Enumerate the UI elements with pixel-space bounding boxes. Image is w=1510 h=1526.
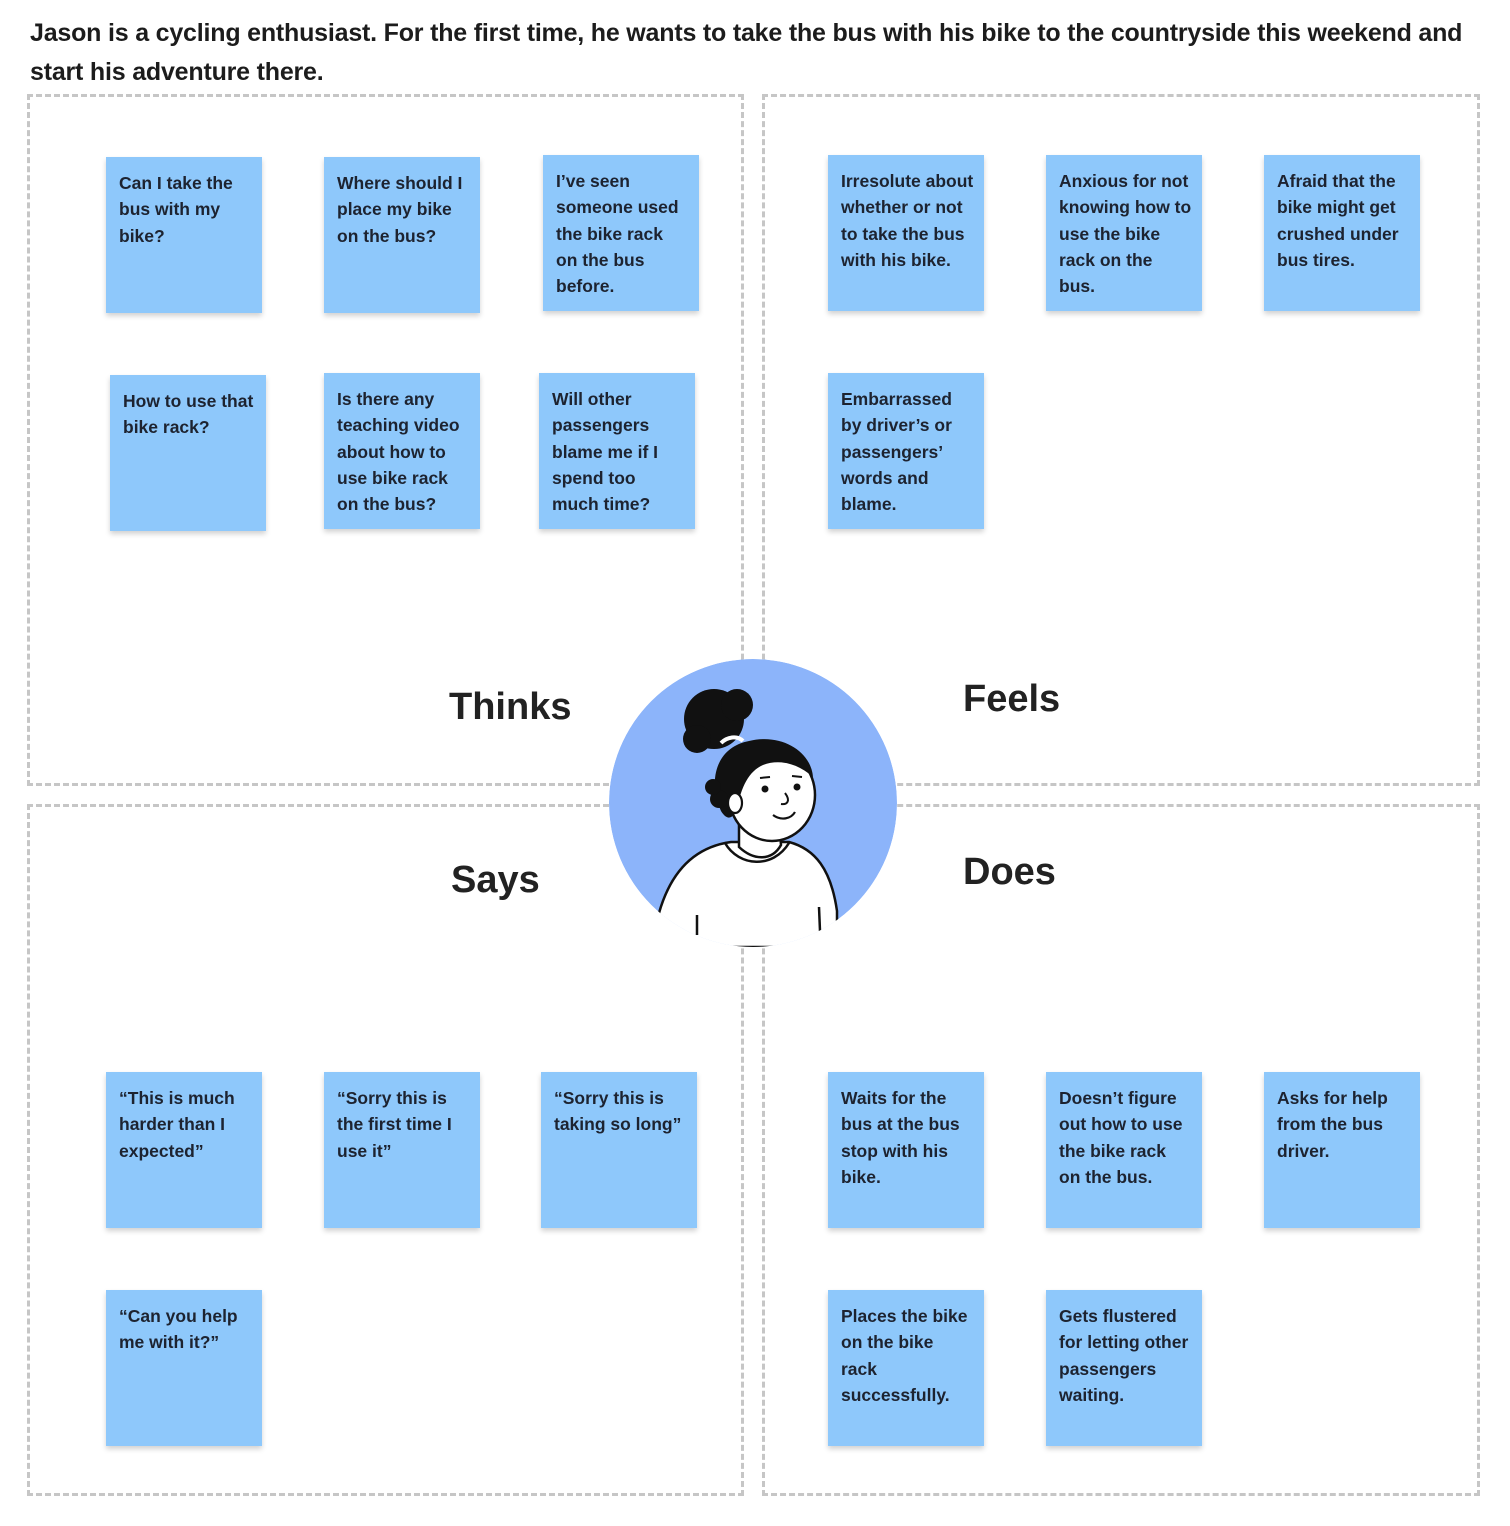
sticky-note-thinks-4[interactable]: How to use that bike rack? (110, 375, 266, 531)
thinks-label: Thinks (449, 686, 572, 728)
feels-quadrant (762, 94, 1480, 786)
thinks-quadrant (27, 94, 744, 786)
does-label: Does (963, 851, 1056, 893)
does-quadrant (762, 804, 1480, 1496)
persona-illustration-icon (609, 659, 897, 947)
feels-label: Feels (963, 678, 1061, 720)
sticky-note-feels-1[interactable]: Irresolute about whether or not to take … (828, 155, 984, 311)
sticky-note-says-2[interactable]: “Sorry this is the first time I use it” (324, 1072, 480, 1228)
says-quadrant (27, 804, 744, 1496)
sticky-note-thinks-3[interactable]: I’ve seen someone used the bike rack on … (543, 155, 699, 311)
sticky-note-does-4[interactable]: Places the bike on the bike rack success… (828, 1290, 984, 1446)
persona-avatar (609, 659, 897, 947)
sticky-note-feels-3[interactable]: Afraid that the bike might get crushed u… (1264, 155, 1420, 311)
says-label: Says (451, 859, 540, 901)
sticky-note-feels-4[interactable]: Embarrassed by driver’s or passengers’ w… (828, 373, 984, 529)
sticky-note-does-5[interactable]: Gets flustered for letting other passeng… (1046, 1290, 1202, 1446)
sticky-note-feels-2[interactable]: Anxious for not knowing how to use the b… (1046, 155, 1202, 311)
sticky-note-thinks-6[interactable]: Will other passengers blame me if I spen… (539, 373, 695, 529)
sticky-note-thinks-2[interactable]: Where should I place my bike on the bus? (324, 157, 480, 313)
sticky-note-says-4[interactable]: “Can you help me with it?” (106, 1290, 262, 1446)
sticky-note-thinks-1[interactable]: Can I take the bus with my bike? (106, 157, 262, 313)
sticky-note-says-3[interactable]: “Sorry this is taking so long” (541, 1072, 697, 1228)
sticky-note-says-1[interactable]: “This is much harder than I expected” (106, 1072, 262, 1228)
sticky-note-does-2[interactable]: Doesn’t figure out how to use the bike r… (1046, 1072, 1202, 1228)
sticky-note-does-3[interactable]: Asks for help from the bus driver. (1264, 1072, 1420, 1228)
scenario-description: Jason is a cycling enthusiast. For the f… (30, 19, 1463, 86)
sticky-note-thinks-5[interactable]: Is there any teaching video about how to… (324, 373, 480, 529)
sticky-note-does-1[interactable]: Waits for the bus at the bus stop with h… (828, 1072, 984, 1228)
